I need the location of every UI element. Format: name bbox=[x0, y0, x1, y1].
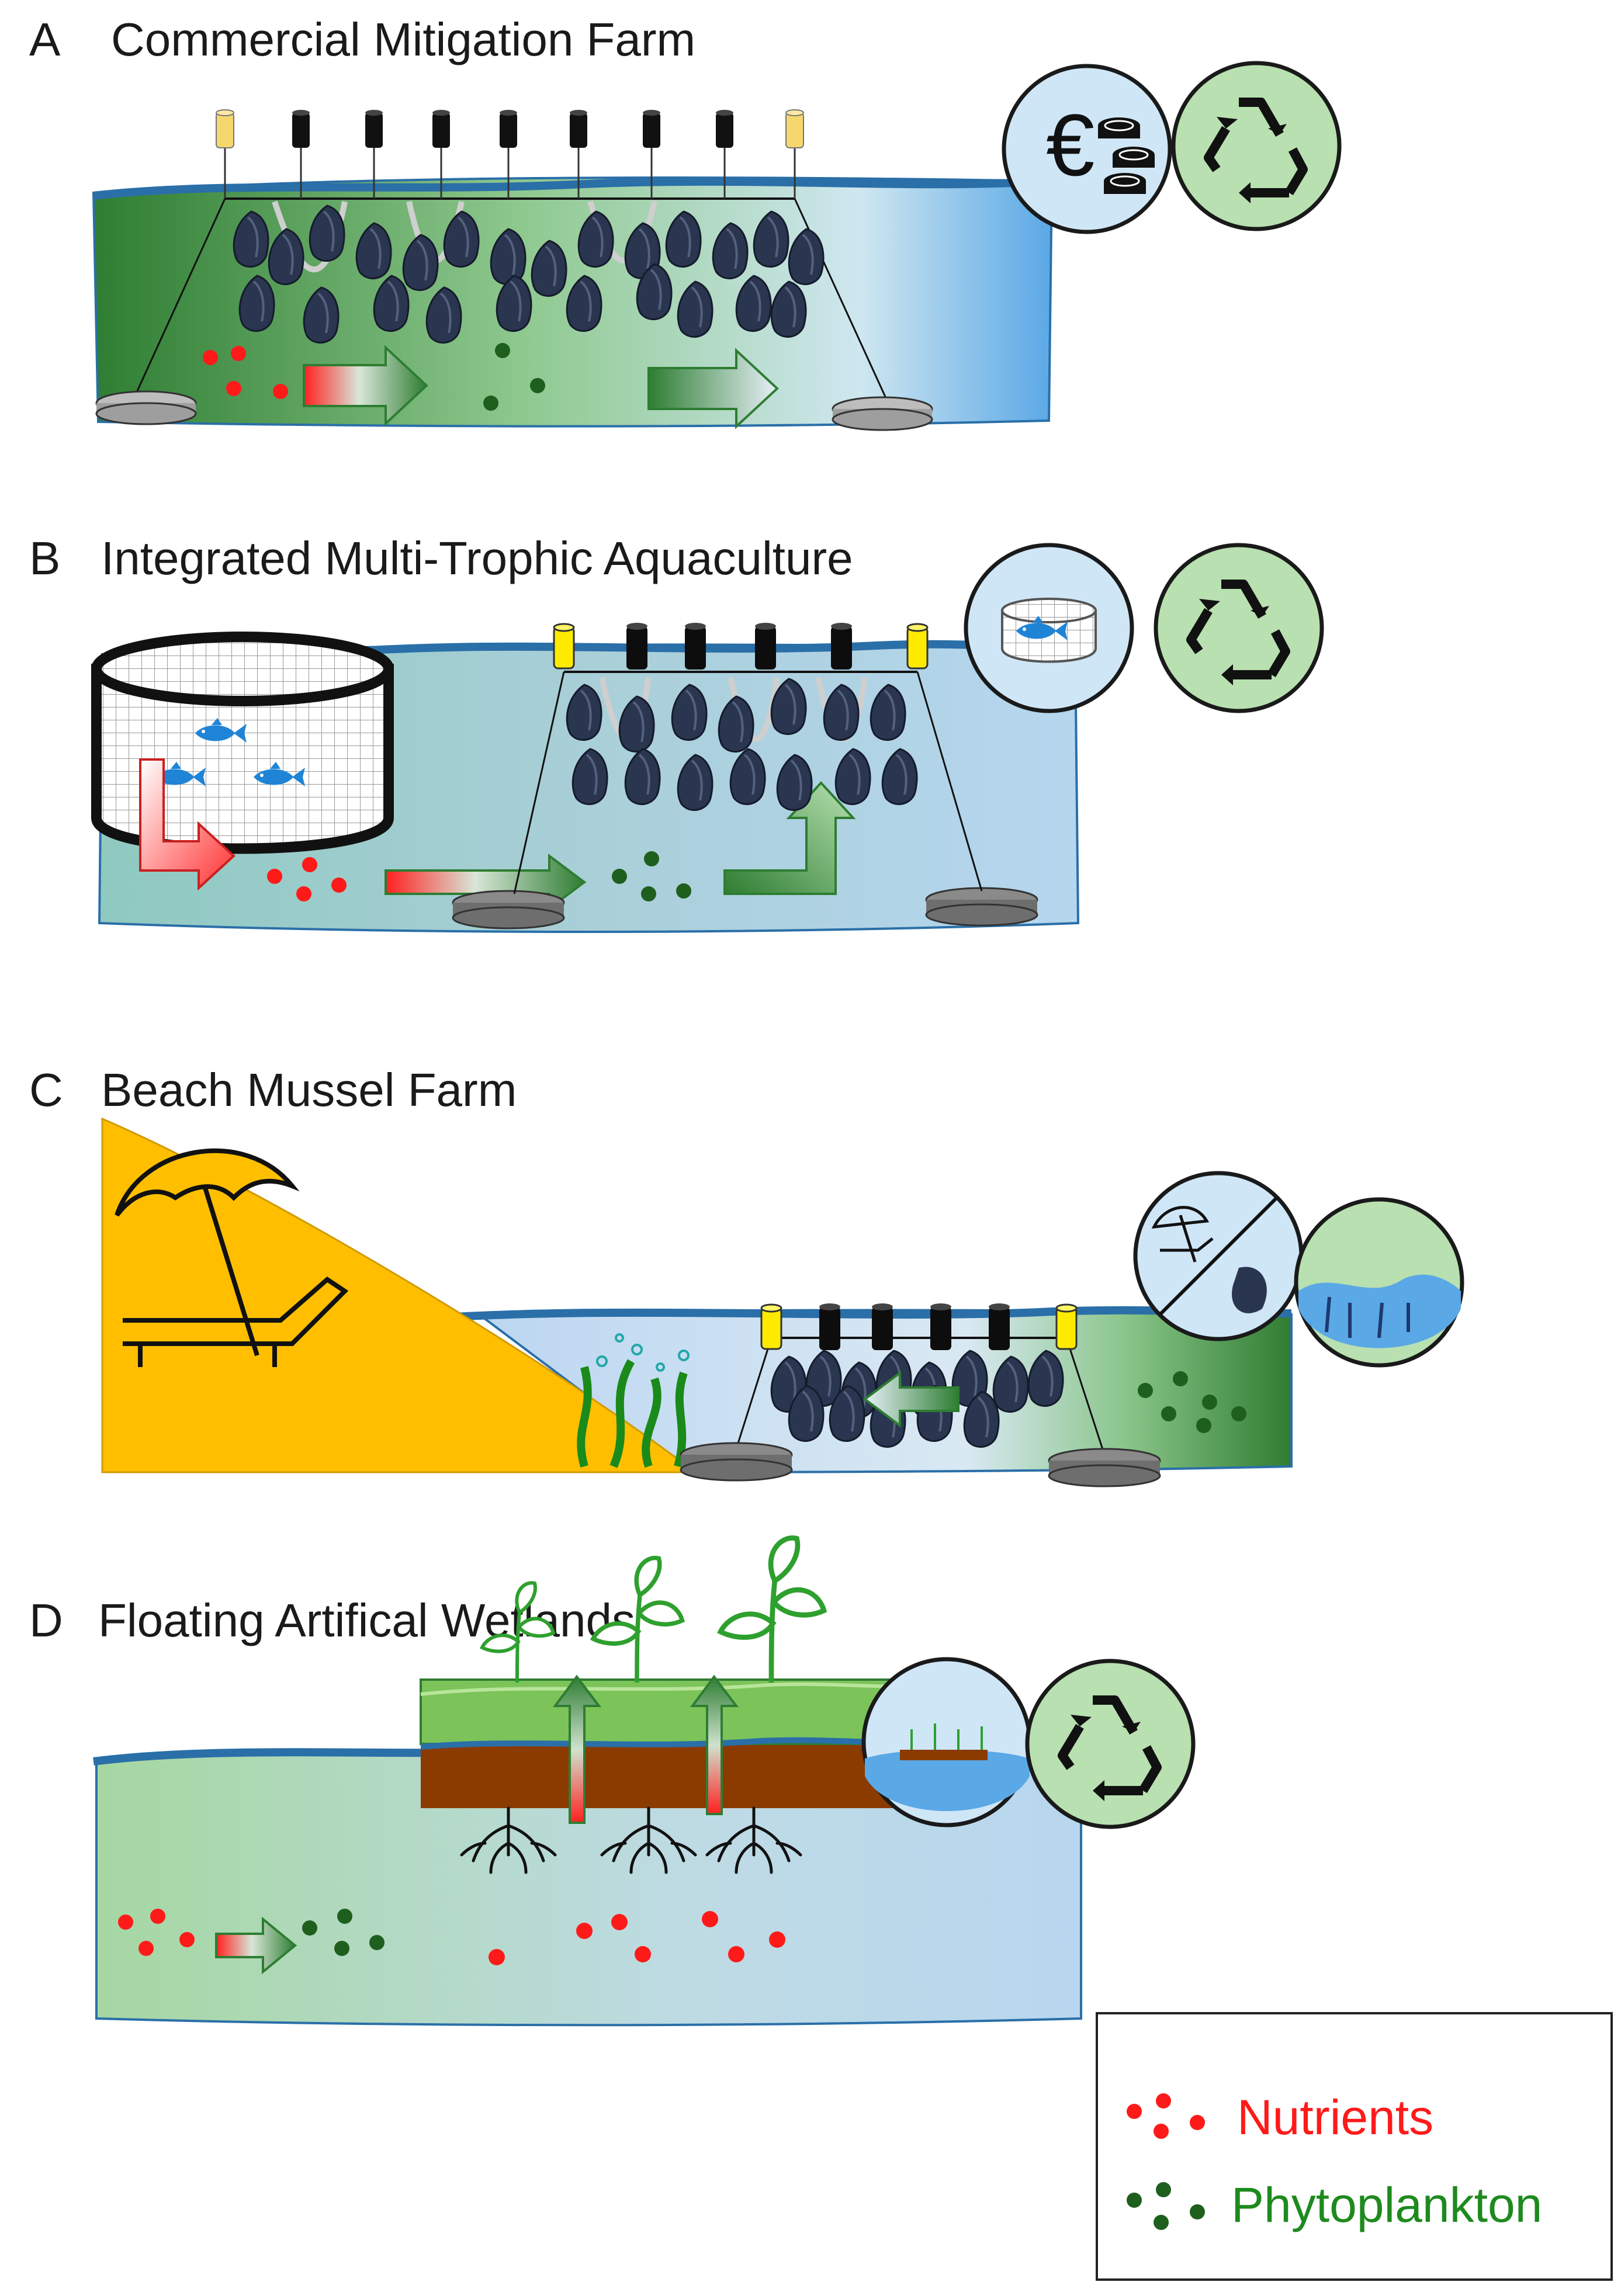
svg-text:€: € bbox=[1046, 96, 1094, 194]
legend-phytoplankton-label: Phytoplankton bbox=[1231, 2177, 1543, 2232]
panel-c-scene bbox=[101, 1117, 1293, 1487]
panel-c-title: Beach Mussel Farm bbox=[101, 1064, 517, 1116]
legend-nutrients-marker bbox=[1127, 2093, 1205, 2139]
seagrass-icon bbox=[1294, 1197, 1464, 1368]
panel-b-arrow-cage-out bbox=[139, 758, 235, 891]
legend-nutrients-label: Nutrients bbox=[1237, 2090, 1434, 2145]
panel-c-phytoplankton bbox=[1138, 1371, 1246, 1433]
panel-a-arrow-phyto-to-mussel bbox=[647, 348, 779, 429]
panel-a-letter: A bbox=[29, 13, 61, 65]
panel-b-title: Integrated Multi-Trophic Aquaculture bbox=[101, 532, 853, 584]
panel-d-arrow-nutrient-to-phyto bbox=[215, 1916, 297, 1975]
beach-vs-mussel-icon bbox=[1133, 1171, 1304, 1341]
euro-coins-icon: € bbox=[1002, 64, 1172, 234]
recycle-icon bbox=[1156, 545, 1322, 711]
panel-b-letter: B bbox=[29, 532, 61, 584]
panel-a-water-surface bbox=[93, 177, 1052, 200]
panel-a-title: Commercial Mitigation Farm bbox=[111, 13, 696, 65]
beach-umbrella-chair bbox=[115, 1148, 349, 1367]
wetland-soil bbox=[421, 1744, 912, 1808]
panel-d-phytoplankton bbox=[302, 1909, 385, 1956]
panel-d-scene bbox=[93, 1538, 1085, 2027]
panel-d-arrow-up-2 bbox=[690, 1674, 739, 1815]
panel-d-nutrients bbox=[118, 1909, 785, 1965]
panel-b-arrow-phyto-up bbox=[723, 781, 856, 895]
legend-markers bbox=[1127, 2093, 1205, 2230]
panel-a-arrow-nutrient-to-phyto bbox=[303, 345, 428, 426]
legend: Nutrients Phytoplankton bbox=[1096, 2012, 1613, 2281]
recycle-icon bbox=[1027, 1661, 1193, 1827]
panel-c-letter: C bbox=[29, 1064, 63, 1116]
floating-wetland-icon bbox=[861, 1657, 1032, 1827]
panel-d-arrow-up-1 bbox=[553, 1674, 602, 1824]
panel-a-phytoplankton bbox=[483, 343, 545, 411]
panel-b-arrow-nutrient-to-phyto bbox=[385, 854, 587, 911]
panel-b-nutrients bbox=[267, 857, 347, 901]
panel-a-nutrients bbox=[203, 346, 288, 399]
panel-a-scene bbox=[92, 109, 1054, 431]
panel-d-letter: D bbox=[29, 1594, 63, 1646]
panel-b-scene bbox=[91, 623, 1080, 933]
fish-cage bbox=[91, 632, 394, 854]
recycle-icon bbox=[1173, 63, 1339, 229]
panel-b-phytoplankton bbox=[612, 851, 691, 901]
fish-cage-icon bbox=[964, 543, 1134, 713]
legend-phytoplankton-marker bbox=[1127, 2182, 1205, 2230]
panel-c-arrow-phyto-to-mussel bbox=[863, 1371, 960, 1428]
